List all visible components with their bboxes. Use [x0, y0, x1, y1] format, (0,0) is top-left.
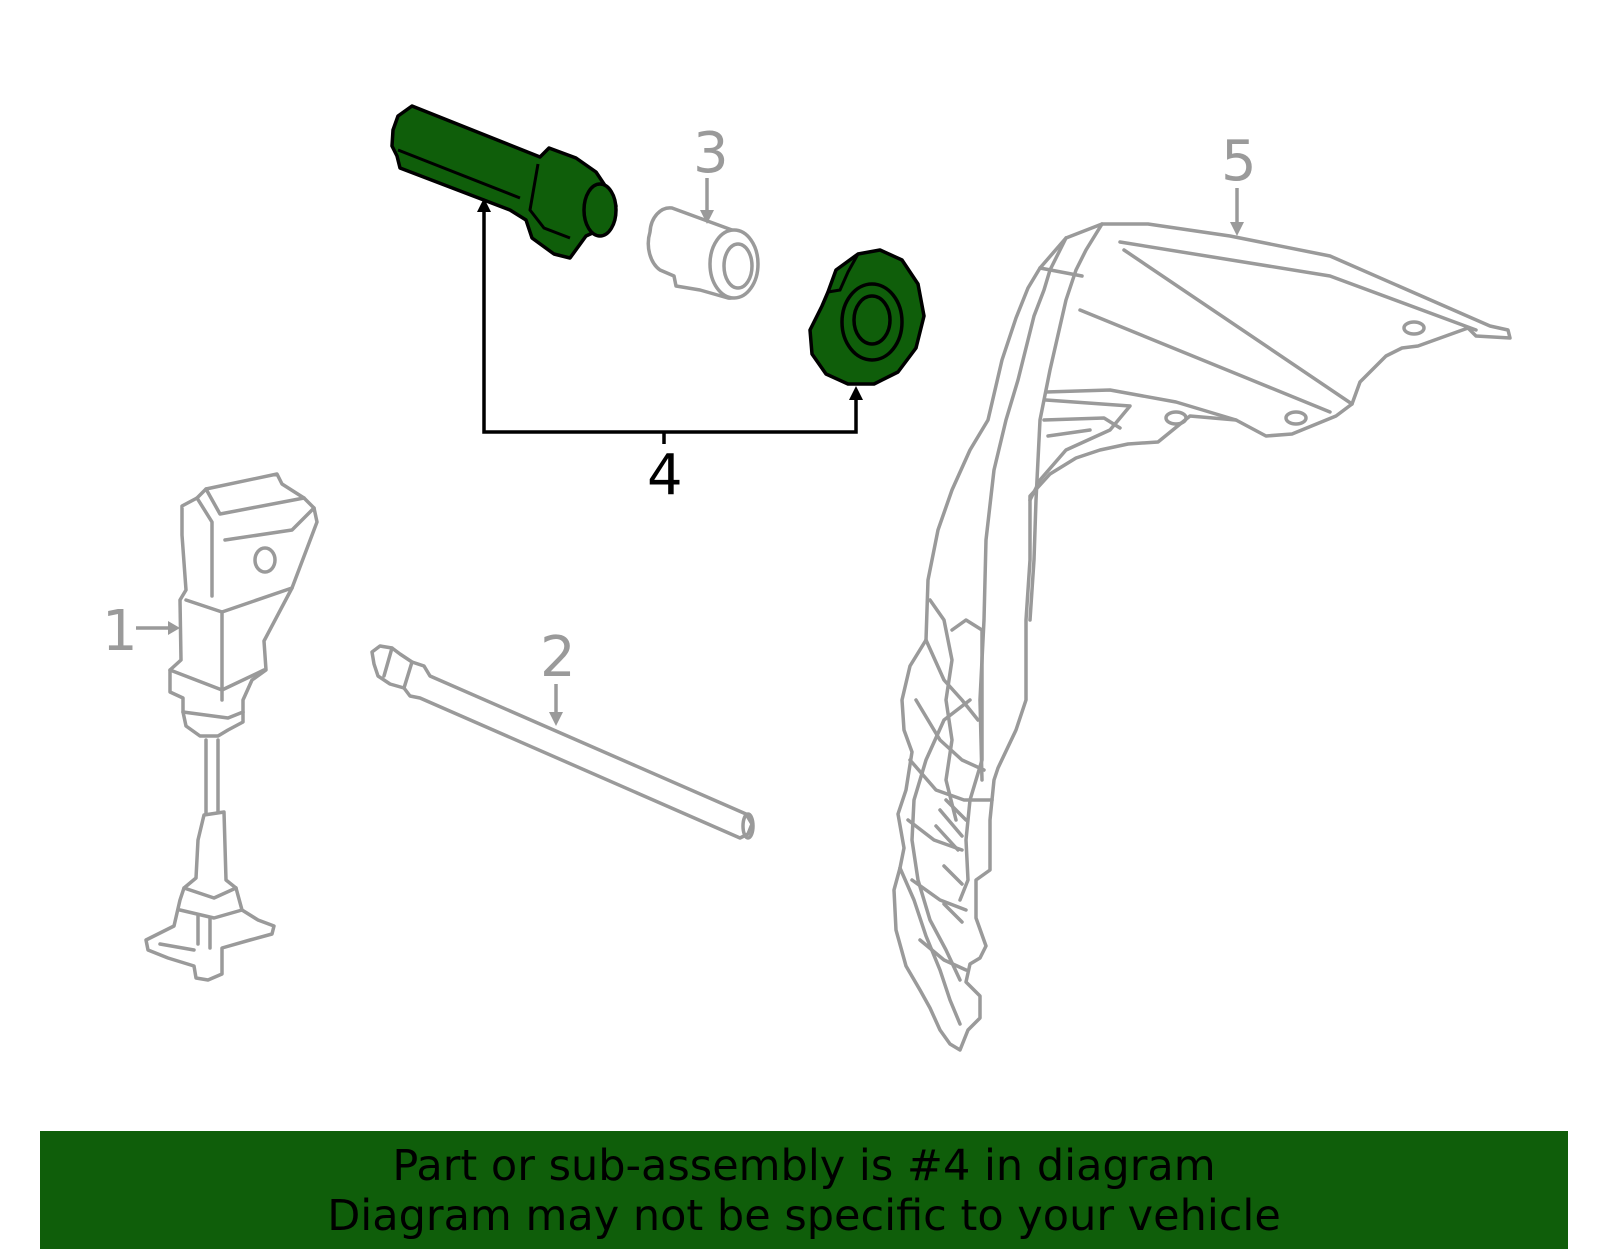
callout-4: 4 [647, 443, 683, 508]
info-banner: Part or sub-assembly is #4 in diagram Di… [40, 1131, 1568, 1249]
part-5-panel [892, 188, 1512, 1052]
part-2-rod [370, 644, 755, 840]
part-1-jack [136, 472, 319, 982]
part-4-spacer [808, 248, 926, 386]
callout-2: 2 [540, 625, 576, 690]
part-3-sleeve [646, 178, 760, 300]
part-4-bolt [390, 104, 618, 260]
callout-1: 1 [102, 599, 138, 664]
banner-line-2: Diagram may not be specific to your vehi… [327, 1191, 1281, 1241]
callout-4-bracket [477, 198, 863, 444]
callout-5: 5 [1221, 129, 1257, 194]
callout-3: 3 [693, 121, 729, 186]
banner-line-1: Part or sub-assembly is #4 in diagram [392, 1141, 1216, 1191]
